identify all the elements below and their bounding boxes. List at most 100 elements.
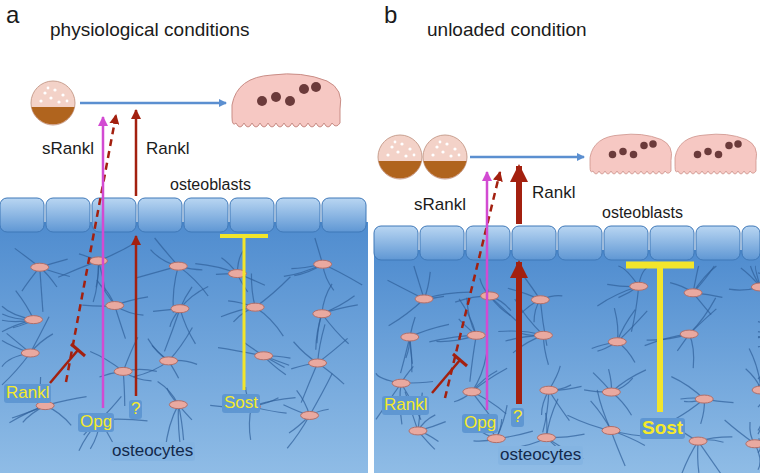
osteocyte: [467, 331, 485, 339]
osteoclast-precursor: [423, 135, 467, 179]
osteocyte: [608, 338, 626, 346]
canaliculus: [689, 334, 693, 368]
factor-label: Opg: [78, 413, 114, 432]
canaliculus: [40, 267, 43, 312]
canaliculus: [679, 441, 698, 473]
canaliculus: [287, 415, 309, 448]
canaliculus: [549, 390, 570, 420]
bone-matrix: [374, 250, 760, 473]
canaliculus: [155, 238, 179, 266]
canaliculus: [470, 335, 476, 381]
osteoblast: [138, 198, 182, 232]
factor-label: sRankl: [40, 140, 96, 159]
unknown-factor-arrow: [135, 236, 138, 396]
osteocyte: [680, 330, 698, 338]
opg-arrow: [486, 172, 489, 410]
canaliculus: [617, 311, 647, 342]
osteocyte: [21, 349, 39, 357]
osteocyte: [602, 388, 620, 396]
canaliculus: [2, 353, 30, 385]
panel-letter: b: [382, 2, 399, 28]
canaliculus: [614, 308, 618, 342]
canaliculus: [322, 314, 349, 344]
osteocyte: [106, 302, 124, 310]
osteocyte: [537, 434, 555, 442]
canaliculus: [758, 335, 760, 338]
panel-title: unloaded condition: [425, 20, 589, 41]
canaliculus: [631, 286, 638, 331]
osteocyte-network: [2, 238, 362, 457]
layer-label: osteocytes: [110, 442, 195, 461]
canaliculus: [164, 309, 179, 352]
canaliculus: [611, 430, 625, 465]
inhibition-line: [432, 360, 460, 393]
layer-label: osteoblasts: [600, 204, 685, 222]
osteoblast: [604, 226, 648, 260]
osteocyte: [160, 357, 178, 365]
osteocyte: [401, 333, 419, 341]
osteocyte: [481, 292, 499, 300]
sost-bar: [220, 234, 268, 238]
osteoclast-precursor: [31, 81, 75, 125]
canaliculus: [401, 337, 410, 373]
osteocyte: [301, 411, 319, 419]
factor-label: Rankl: [382, 396, 429, 415]
osteoblast-layer: [374, 226, 760, 260]
osteoblast: [230, 198, 274, 232]
osteoblast: [276, 198, 320, 232]
factor-label: Rankl: [144, 140, 191, 159]
factor-label: sRankl: [412, 196, 468, 215]
canaliculus: [169, 327, 193, 360]
osteocyte: [684, 289, 702, 297]
canaliculus: [546, 399, 558, 438]
osteocyte: [25, 316, 43, 324]
osteocyte: [409, 427, 427, 435]
canaliculus: [310, 374, 333, 416]
sost-inhibition: [657, 266, 663, 412]
canaliculus: [758, 332, 760, 336]
osteocyte: [630, 282, 648, 290]
factor-label: Opg: [462, 414, 498, 433]
inhibition-line: [50, 350, 78, 383]
canaliculus: [758, 390, 760, 434]
canaliculus: [178, 405, 183, 440]
osteoblast: [374, 226, 418, 260]
osteocyte: [746, 440, 760, 448]
osteoblast: [512, 226, 556, 260]
canaliculus: [698, 441, 699, 473]
canaliculus: [316, 314, 322, 350]
osteoblast: [0, 198, 44, 232]
canaliculus: [617, 310, 635, 342]
osteocyte: [31, 263, 49, 271]
panel-letter: a: [4, 2, 21, 28]
canaliculus: [255, 277, 290, 307]
osteocyte: [171, 305, 189, 313]
canaliculus: [698, 441, 723, 473]
osteocyte: [309, 359, 327, 367]
bone-matrix: [0, 222, 368, 473]
factor-label: Sost: [640, 418, 685, 439]
factor-label: Rankl: [4, 384, 51, 403]
inhibition-bar: [453, 354, 467, 366]
canaliculus: [255, 307, 283, 336]
osteocyte: [246, 303, 264, 311]
osteocyte: [689, 437, 707, 445]
factor-label: Rankl: [530, 184, 577, 203]
osteocyte: [89, 257, 107, 265]
osteoblast: [696, 226, 740, 260]
factor-label: ?: [511, 408, 524, 427]
osteocyte-network: [376, 266, 760, 473]
osteocyte: [695, 395, 713, 403]
factor-label: ?: [129, 400, 142, 419]
canaliculus: [758, 322, 760, 336]
rankl-arrow: [516, 166, 522, 224]
differentiation-arrow: [80, 102, 226, 105]
canaliculus: [178, 266, 208, 296]
canaliculus: [123, 371, 125, 406]
canaliculus: [301, 363, 317, 403]
osteoblast: [322, 198, 366, 232]
osteoclast: [590, 134, 672, 174]
osteocyte: [314, 260, 332, 268]
